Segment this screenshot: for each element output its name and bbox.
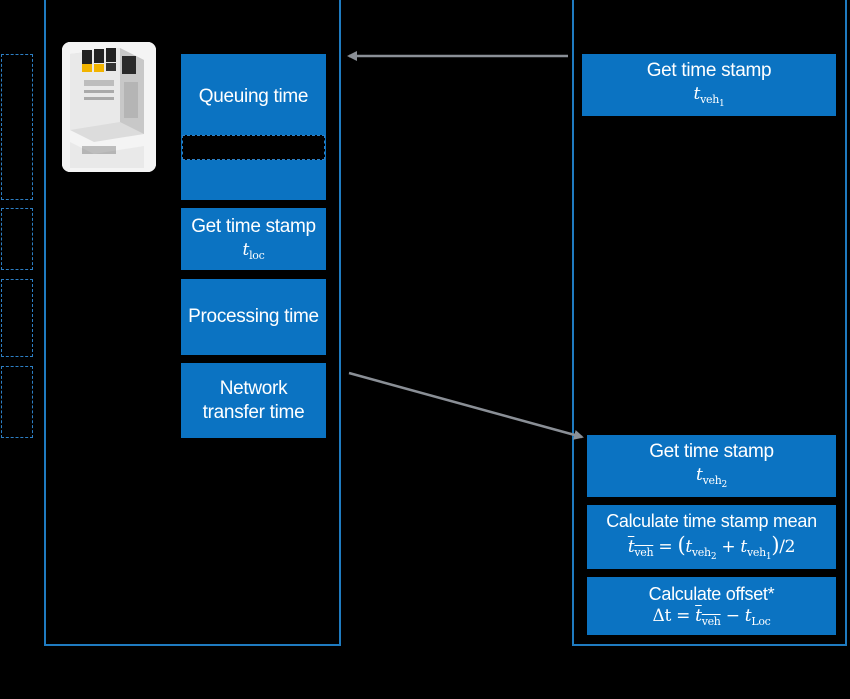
- get-time-stamp-veh2-box: Get time stamp tveh2: [587, 435, 836, 497]
- queuing-gap-dashed: [182, 135, 325, 160]
- right-panel: [572, 0, 847, 646]
- dashed-marker-1: [1, 54, 33, 200]
- network-transfer-time-box: Network transfer time: [181, 363, 326, 438]
- t-loc-formula: tloc: [242, 239, 265, 262]
- get-time-stamp-veh1-box: Get time stamp tveh1: [582, 54, 836, 116]
- queuing-time-label: Queuing time: [198, 86, 309, 107]
- left-panel: [44, 0, 341, 646]
- sensor-device-image: [62, 42, 156, 172]
- processing-time-label: Processing time: [188, 306, 319, 328]
- calculate-mean-label: Calculate time stamp mean: [606, 510, 817, 531]
- get-time-stamp-loc-label: Get time stamp: [191, 215, 316, 237]
- t-veh1-formula: tveh1: [693, 84, 725, 110]
- get-time-stamp-veh2-label: Get time stamp: [649, 441, 774, 463]
- get-time-stamp-veh1-label: Get time stamp: [646, 60, 772, 82]
- arrow-locator-to-vehicle: [348, 371, 584, 440]
- calculate-offset-label: Calculate offset*: [648, 583, 775, 604]
- get-time-stamp-loc-box: Get time stamp tloc: [181, 208, 326, 270]
- calculate-mean-box: Calculate time stamp mean tveh = (tveh2 …: [587, 505, 836, 569]
- offset-formula: Δt = tveh − tLoc: [652, 606, 771, 629]
- transfer-time-label: transfer time: [202, 401, 305, 423]
- calculate-offset-box: Calculate offset* Δt = tveh − tLoc: [587, 577, 836, 635]
- t-veh2-formula: tveh2: [696, 465, 727, 491]
- dashed-marker-2: [1, 208, 33, 270]
- dashed-marker-3: [1, 279, 33, 357]
- network-label: Network: [219, 377, 288, 399]
- mean-formula: tveh = (tveh2 + tveh1)/2: [627, 533, 796, 563]
- dashed-marker-4: [1, 366, 33, 438]
- queuing-time-box: Queuing time: [181, 54, 326, 200]
- processing-time-box: Processing time: [181, 279, 326, 355]
